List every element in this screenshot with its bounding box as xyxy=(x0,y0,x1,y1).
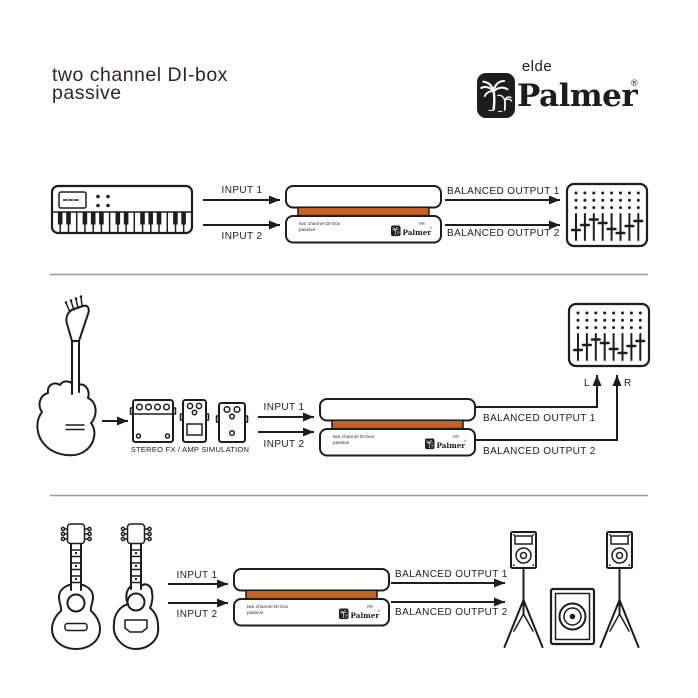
palm-tree-icon-small xyxy=(339,608,349,620)
page-title-line2: passive xyxy=(52,82,122,104)
brand-sub-label: elde xyxy=(522,58,552,75)
row2-fx-label: STEREO FX / AMP SIMULATION xyxy=(131,445,249,454)
registered-mark: ® xyxy=(631,78,638,88)
di-box-label-line2: passive xyxy=(333,440,350,445)
electric-guitar-icon xyxy=(36,295,97,457)
row2-input2-label: INPUT 2 xyxy=(264,439,305,450)
row3-input1-label: INPUT 1 xyxy=(177,570,218,581)
row2-output2-label: BALANCED OUTPUT 2 xyxy=(483,446,596,457)
midi-keyboard-icon xyxy=(50,184,194,235)
row1-output2-label: BALANCED OUTPUT 2 xyxy=(447,228,560,239)
mixer-icon-row1 xyxy=(565,182,649,248)
row1-input1-label: INPUT 1 xyxy=(222,185,263,196)
row1-input2-label: INPUT 2 xyxy=(222,231,263,242)
brand-name-label: Palmer xyxy=(517,78,638,114)
row3-output2-label: BALANCED OUTPUT 2 xyxy=(395,607,508,618)
di-box-row1-print: two channel DI-box passive elde Palmer ® xyxy=(299,221,433,237)
mixer-icon-row2 xyxy=(567,302,651,368)
di-box-label-line1: two channel DI-box xyxy=(333,434,375,439)
di-box-row3-print: two channel DI-box passive elde Palmer ® xyxy=(247,604,381,620)
palm-tree-icon-small xyxy=(425,438,435,450)
row2-output1-label: BALANCED OUTPUT 1 xyxy=(483,413,596,424)
acoustic-guitars-icon xyxy=(51,523,160,650)
pa-speaker-left xyxy=(503,531,544,648)
row1-output1-label: BALANCED OUTPUT 1 xyxy=(447,186,560,197)
di-box-label-line1: two channel DI-box xyxy=(247,604,289,609)
di-box-brand-name: Palmer xyxy=(437,441,466,450)
acoustic-guitar-2 xyxy=(112,523,160,650)
di-box-brand-name: Palmer xyxy=(403,228,432,237)
row2-right-channel-label: R xyxy=(624,378,632,389)
row2-left-channel-label: L xyxy=(584,378,590,389)
di-box-registered: ® xyxy=(378,609,381,613)
di-box-registered: ® xyxy=(430,226,433,230)
pa-speakers-icon xyxy=(503,531,640,648)
di-box-brand-sub: elde xyxy=(453,435,460,439)
di-box-brand-sub: elde xyxy=(367,605,374,609)
row2-input1-label: INPUT 1 xyxy=(264,402,305,413)
subwoofer xyxy=(549,587,596,646)
acoustic-guitar-1 xyxy=(51,523,101,650)
palmer-logo: elde Palmer ® xyxy=(477,58,639,118)
palm-tree-icon-small xyxy=(391,225,401,237)
di-box-brand-sub: elde xyxy=(419,222,426,226)
row3-output1-label: BALANCED OUTPUT 1 xyxy=(395,569,508,580)
di-box-row2-print: two channel DI-box passive elde Palmer ® xyxy=(333,434,467,450)
effects-pedals-icon xyxy=(129,399,249,443)
di-box-label-line1: two channel DI-box xyxy=(299,221,341,226)
di-box-label-line2: passive xyxy=(247,610,264,615)
row3-input2-label: INPUT 2 xyxy=(177,609,218,620)
di-box-registered: ® xyxy=(464,439,467,443)
di-box-label-line2: passive xyxy=(299,227,316,232)
row2-output2-line xyxy=(476,375,622,441)
row2-output1-line xyxy=(476,375,602,408)
pa-speaker-right xyxy=(599,531,640,648)
page-title-line1: two channel DI-box xyxy=(52,64,228,86)
palm-tree-icon xyxy=(477,73,515,118)
di-box-brand-name: Palmer xyxy=(351,611,380,620)
